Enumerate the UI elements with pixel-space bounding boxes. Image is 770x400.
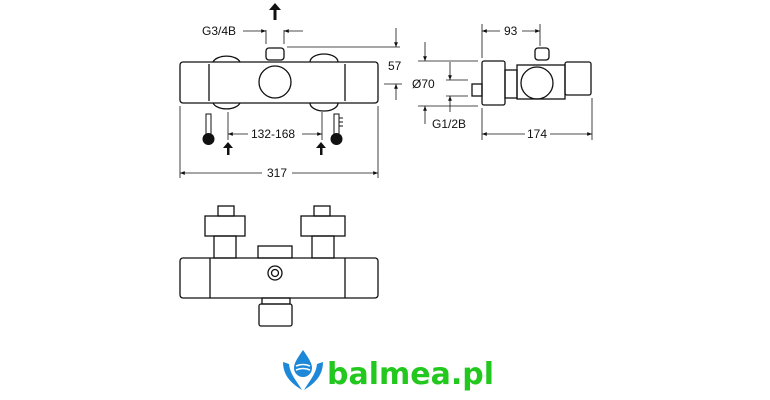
cold-thermometer-icon [202,113,215,145]
water-drop-icon [294,350,312,377]
side-view: 93 Ø70 G1/2B 174 [412,24,593,141]
dim-height: 57 [388,59,402,73]
dim-total-depth: 174 [527,127,547,141]
dim-depth-top: 93 [504,24,518,38]
balmea-logo: balmea.pl [283,350,494,392]
logo-text: balmea.pl [327,357,494,392]
inlet-arrow-icon [223,142,326,155]
dim-outlet-thread: G3/4B [202,24,236,38]
dim-diameter: Ø70 [412,77,435,91]
dim-total-width: 317 [267,166,287,180]
outlet-arrow-icon [269,3,281,10]
hands-icon [283,362,323,390]
front-view: G3/4B 57 132-168 317 [179,3,402,180]
dim-inlet-thread: G1/2B [432,117,466,131]
dim-inlet-spacing: 132-168 [251,127,295,141]
hot-thermometer-icon [330,113,343,145]
bottom-view [179,205,379,327]
